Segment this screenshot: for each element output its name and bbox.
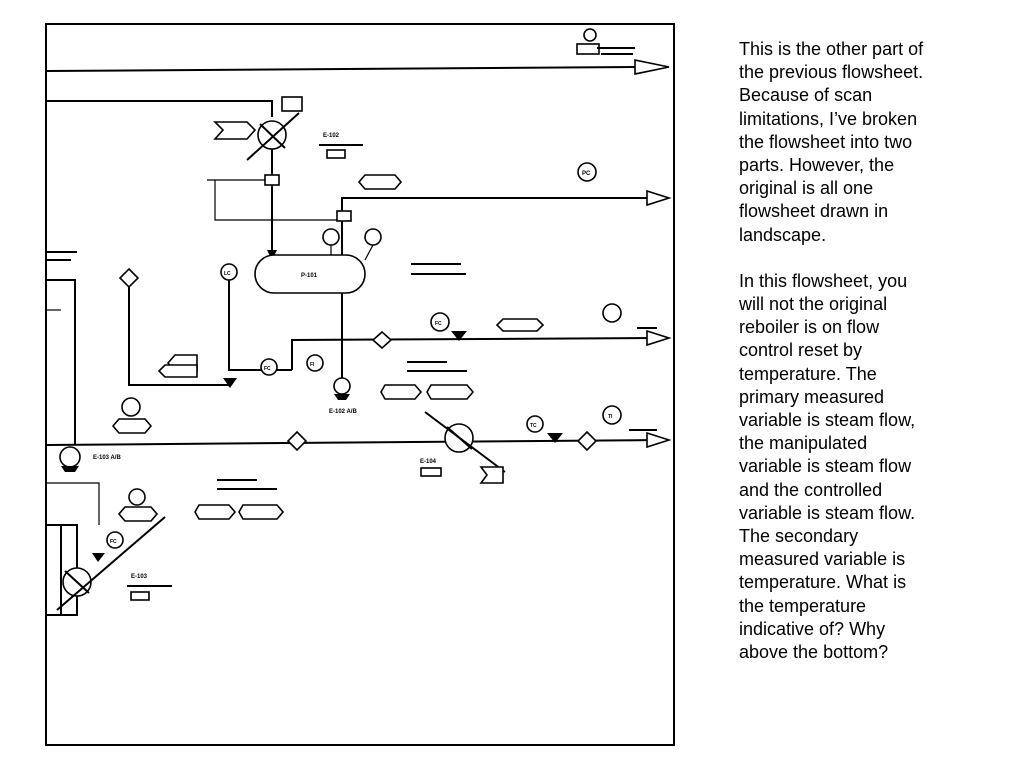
vent-valve [336,210,352,222]
vent-flag [357,174,403,190]
reboiler-spec-box [130,591,150,601]
distillate-line [291,337,660,370]
reboiler-steam-line [56,516,166,611]
reboiler-label-line [127,585,172,587]
reflux-diamond [118,267,140,289]
reboiler-valve [92,553,105,562]
explanation-notes: This is the other part of the previous f… [739,38,984,664]
reflux-fi-label: FI [310,362,315,368]
bypass-valve [264,174,280,186]
prod-pumps-line-1 [217,479,257,481]
distillate-instrument [602,303,622,323]
pump-flag-1 [380,384,423,400]
product-line [47,439,660,446]
top-label-line-1 [597,47,635,49]
drum-pressure-bubble [322,228,340,246]
distillate-flag [495,318,545,332]
product-fi [121,397,141,417]
overhead-line [47,100,273,117]
product-arrow [646,431,672,449]
distillate-diamond [371,330,393,350]
reboiler-tic-flag [117,506,159,522]
drum-level-bubble [364,228,382,246]
notes-paragraph-2: In this flowsheet, you will not the orig… [739,270,916,663]
reflux-pump [333,377,351,395]
vent-arrow [646,189,672,207]
reflux-pump-tag: E-102 A/B [329,409,357,415]
pumps-label-line-2 [407,370,467,372]
main-pump [59,446,81,468]
drum-level-lead [364,244,374,261]
prod-pump-flag-1 [194,504,237,520]
flowsheet-drawing: E-102 PC P-101 LC E-102 A/B FC FI FC [47,28,672,616]
product-label [629,429,657,431]
condenser-label-line [319,144,363,146]
cooler-diamond [576,430,598,452]
main-pump-base [61,466,79,472]
reflux-valve [223,378,237,388]
reflux-fi [306,354,324,372]
condenser-spec-box [326,149,346,159]
distillate-fc [430,312,450,332]
top-instrument-bubble [583,28,597,42]
condenser-label: E-102 [323,133,340,139]
reboiler-loop [60,524,78,616]
main-pump-tag: E-103 A/B [93,455,121,461]
cooler-valve [547,433,563,443]
product-ti-label: TI [608,414,613,420]
left-feed-line [47,279,76,445]
reflux-drum-p101 [254,254,366,294]
drum-label-line-1 [411,263,461,265]
reflux-bypass [214,180,342,221]
top-arrow [634,59,670,75]
reflux-drum-label: P-101 [301,273,318,279]
reboiler-fc [106,531,124,549]
distillate-fc-label: FC [435,321,442,327]
pumps-label-line-1 [407,361,447,363]
cooler-spec-box [420,467,442,477]
cooler-water-line [424,411,506,473]
condenser-tag [281,96,303,112]
cooler-tc [526,415,544,433]
left-signal-line [47,482,100,525]
prod-pump-flag-2 [238,504,285,520]
product-ti [602,405,622,425]
drum-label-line-2 [411,273,466,275]
flowsheet-diagram: E-102 PC P-101 LC E-102 A/B FC FI FC [45,23,675,746]
notes-paragraph-1: This is the other part of the previous f… [739,39,924,245]
reflux-fc [260,358,278,376]
reboiler-tic [128,488,146,506]
product-fi-flag [111,418,153,434]
vent-line [341,197,659,260]
reflux-pump-base [334,394,350,400]
product-diamond [286,430,308,452]
drum-lc-label: LC [224,271,231,277]
vent-instrument-label: PC [582,171,591,177]
distillate-label [637,327,657,329]
vent-instrument [577,162,597,182]
prod-pumps-line-2 [217,488,277,490]
cooler-label: E-104 [420,459,437,465]
cooler-flag [479,466,504,484]
condenser-arrow-line [246,112,300,161]
reboiler-label: E-103 [131,574,148,580]
reflux-flag-2 [157,364,198,378]
reflux-fc-label: FC [264,366,271,372]
pump-flag-2 [426,384,475,400]
top-label-line-2 [601,53,633,55]
cooler-tc-label: TC [530,423,537,429]
distillate-arrow [646,329,672,347]
reboiler-slash [64,570,90,594]
condenser-flag [213,121,257,140]
top-tag [576,43,600,55]
left-note-line-1 [47,251,77,253]
reflux-return [128,280,229,386]
distillate-valve [451,331,467,341]
reboiler-fc-label: FC [110,539,117,545]
left-note-line-2 [47,259,71,261]
top-vapor-line [47,66,638,72]
